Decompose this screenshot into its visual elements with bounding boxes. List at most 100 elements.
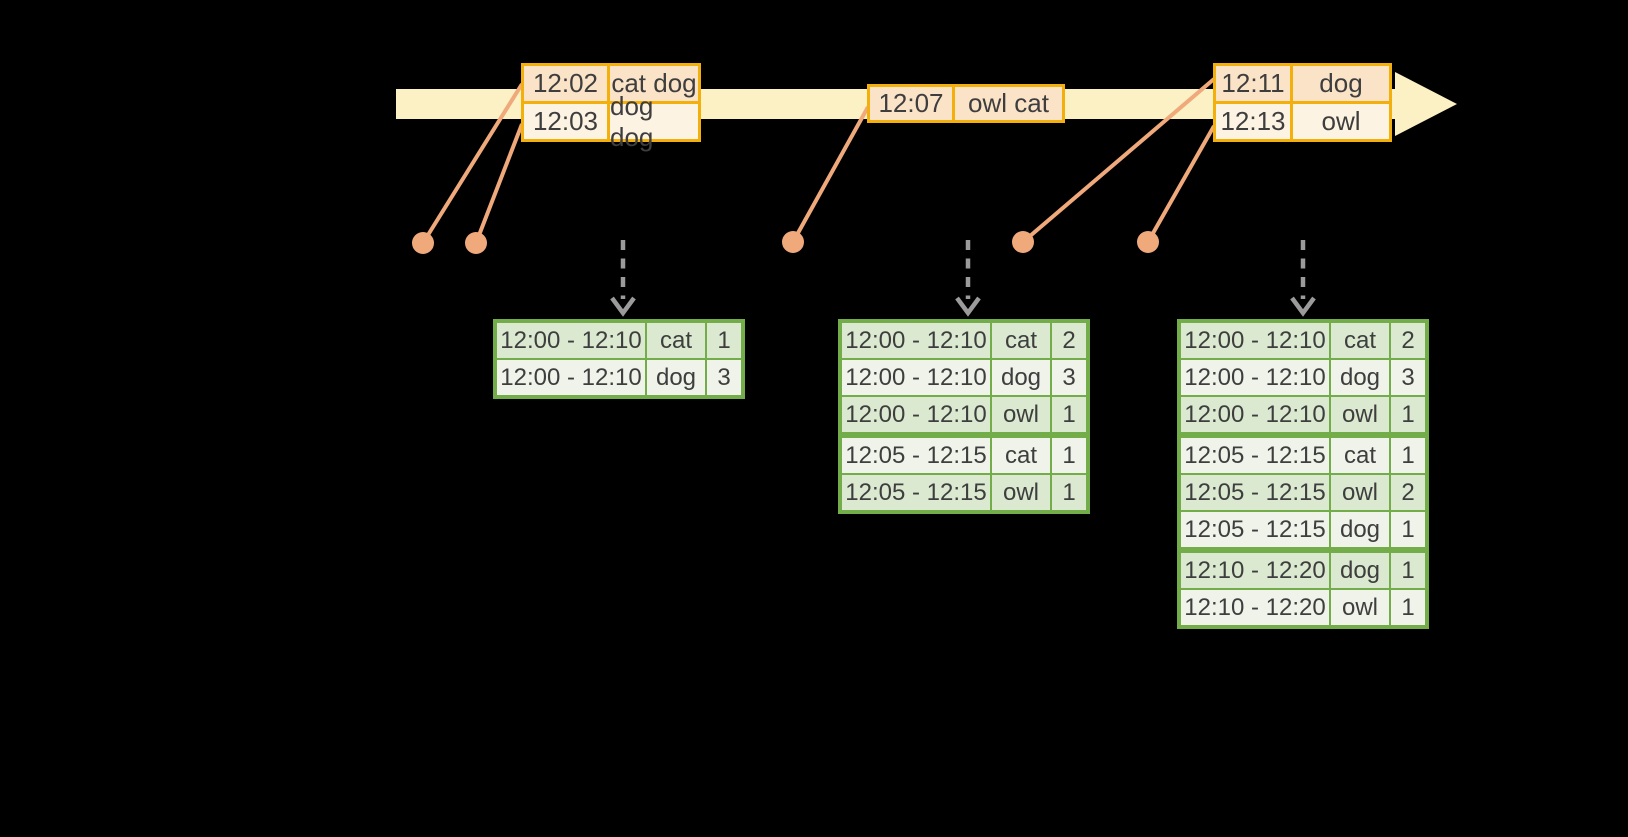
result-word-cell: cat (992, 323, 1050, 358)
timeline-arrowhead-icon (1395, 72, 1457, 136)
connector-line (1146, 125, 1216, 243)
result-window-cell: 12:05 - 12:15 (842, 475, 990, 510)
result-word-cell: dog (992, 360, 1050, 395)
result-word-cell: owl (1331, 475, 1389, 510)
result-window-cell: 12:10 - 12:20 (1181, 553, 1329, 588)
result-word-cell: dog (1331, 553, 1389, 588)
connector-line (421, 82, 524, 245)
event-words-cell: dog (1293, 66, 1389, 101)
result-word-cell: owl (992, 397, 1050, 432)
result-window-cell: 12:00 - 12:10 (1181, 323, 1329, 358)
result-word-cell: cat (1331, 438, 1389, 473)
result-count-cell: 1 (1391, 553, 1425, 588)
result-word-cell: cat (992, 438, 1050, 473)
event-time-cell: 12:13 (1216, 104, 1290, 139)
result-count-cell: 2 (1391, 323, 1425, 358)
connector-line (474, 123, 524, 244)
result-count-cell: 1 (1391, 397, 1425, 432)
result-count-cell: 1 (1052, 397, 1086, 432)
connector-line (1021, 77, 1216, 244)
result-count-cell: 1 (1391, 438, 1425, 473)
event-time-cell: 12:07 (870, 87, 952, 120)
result-word-cell: owl (992, 475, 1050, 510)
timeline-dot (465, 232, 487, 254)
trigger-arrowhead-icon (955, 296, 981, 317)
result-window-cell: 12:05 - 12:15 (1181, 475, 1329, 510)
result-word-cell: dog (1331, 360, 1389, 395)
result-word-cell: dog (1331, 512, 1389, 547)
result-count-cell: 1 (1052, 438, 1086, 473)
result-count-cell: 3 (1052, 360, 1086, 395)
timeline-dot (782, 231, 804, 253)
result-window-cell: 12:05 - 12:15 (1181, 438, 1329, 473)
result-word-cell: owl (1331, 397, 1389, 432)
event-words-cell: dog dog (610, 91, 698, 152)
result-count-cell: 3 (707, 360, 741, 395)
result-word-cell: owl (1331, 590, 1389, 625)
result-word-cell: cat (647, 323, 705, 358)
event-words-cell: owl cat (955, 87, 1062, 120)
result-count-cell: 2 (1052, 323, 1086, 358)
result-window-cell: 12:00 - 12:10 (1181, 360, 1329, 395)
trigger-arrowhead-icon (610, 296, 636, 317)
timeline-dot (1012, 231, 1034, 253)
result-count-cell: 3 (1391, 360, 1425, 395)
result-window-cell: 12:10 - 12:20 (1181, 590, 1329, 625)
result-window-cell: 12:00 - 12:10 (1181, 397, 1329, 432)
trigger-arrowhead-icon (1290, 296, 1316, 317)
result-count-cell: 1 (1391, 512, 1425, 547)
result-window-cell: 12:05 - 12:15 (842, 438, 990, 473)
result-count-cell: 2 (1391, 475, 1425, 510)
result-word-cell: dog (647, 360, 705, 395)
result-window-cell: 12:00 - 12:10 (842, 360, 990, 395)
event-time-cell: 12:02 (524, 66, 607, 101)
result-word-cell: cat (1331, 323, 1389, 358)
result-window-cell: 12:00 - 12:10 (497, 360, 645, 395)
result-window-cell: 12:05 - 12:15 (1181, 512, 1329, 547)
event-words-cell: owl (1293, 104, 1389, 139)
result-window-cell: 12:00 - 12:10 (842, 397, 990, 432)
timeline-dot (412, 232, 434, 254)
result-window-cell: 12:00 - 12:10 (497, 323, 645, 358)
event-time-cell: 12:03 (524, 104, 607, 139)
result-count-cell: 1 (1052, 475, 1086, 510)
event-words-cell: cat dog (610, 66, 698, 101)
result-window-cell: 12:00 - 12:10 (842, 323, 990, 358)
connector-line (791, 106, 870, 243)
result-count-cell: 1 (707, 323, 741, 358)
result-count-cell: 1 (1391, 590, 1425, 625)
